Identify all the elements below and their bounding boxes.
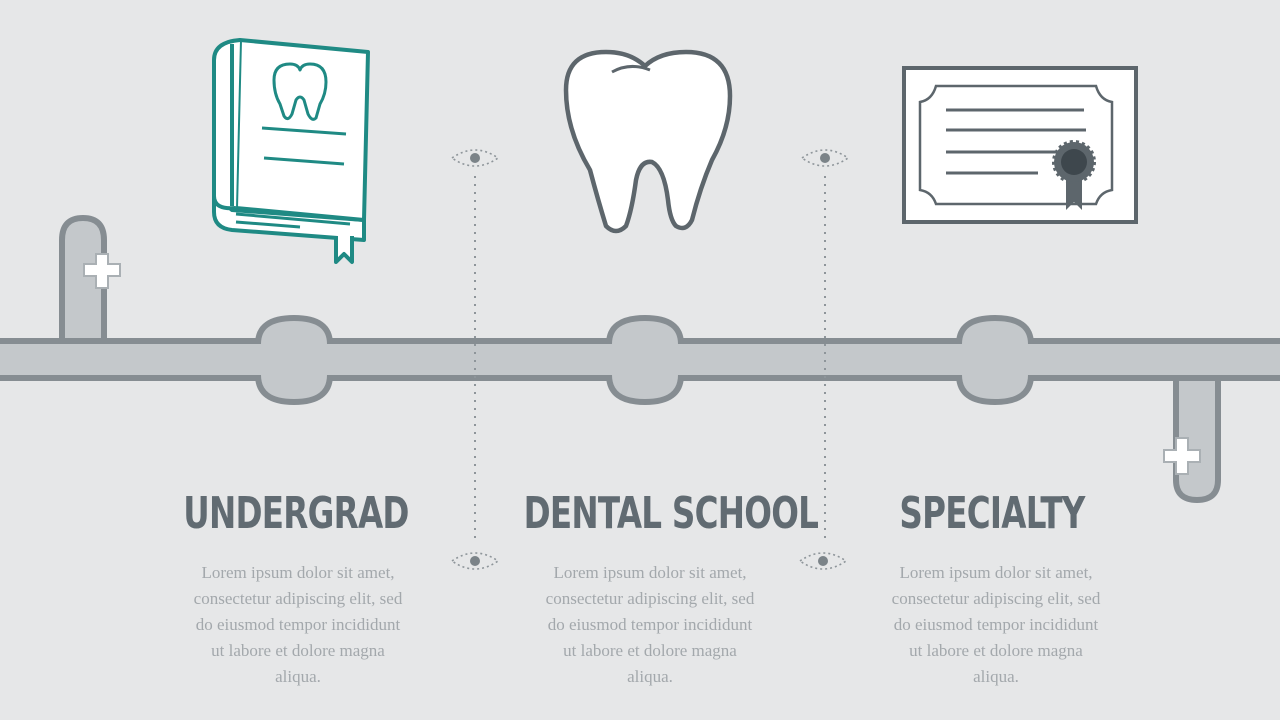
timeline-node-1	[246, 314, 342, 406]
specialty-certificate-icon	[902, 66, 1138, 224]
dental-textbook-icon	[212, 38, 370, 264]
stage-title-specialty: SPECIALTY	[899, 488, 1085, 539]
divider-2	[798, 149, 850, 570]
eye-marker-pupil	[820, 153, 830, 163]
stage-title-undergrad: UNDERGRAD	[183, 488, 409, 539]
timeline-node-2	[597, 314, 693, 406]
eye-marker-pupil	[470, 556, 480, 566]
left-riser	[59, 214, 107, 359]
timeline-node-3	[947, 314, 1043, 406]
stage-body-dental-school: Lorem ipsum dolor sit amet, consectetur …	[545, 563, 755, 686]
ribbon-icon	[1066, 176, 1082, 210]
timeline-nodes	[246, 314, 1043, 406]
eye-marker-pupil	[470, 153, 480, 163]
plus-icon-left	[83, 253, 121, 289]
stage-title-dental-school: DENTAL SCHOOL	[523, 488, 819, 539]
stage-body-undergrad: Lorem ipsum dolor sit amet, consectetur …	[193, 563, 403, 686]
stage-body-specialty: Lorem ipsum dolor sit amet, consectetur …	[891, 563, 1101, 686]
eye-marker-pupil	[818, 556, 828, 566]
tooth-icon	[563, 49, 733, 234]
plus-icon-right	[1163, 437, 1201, 475]
divider-1	[450, 149, 500, 570]
